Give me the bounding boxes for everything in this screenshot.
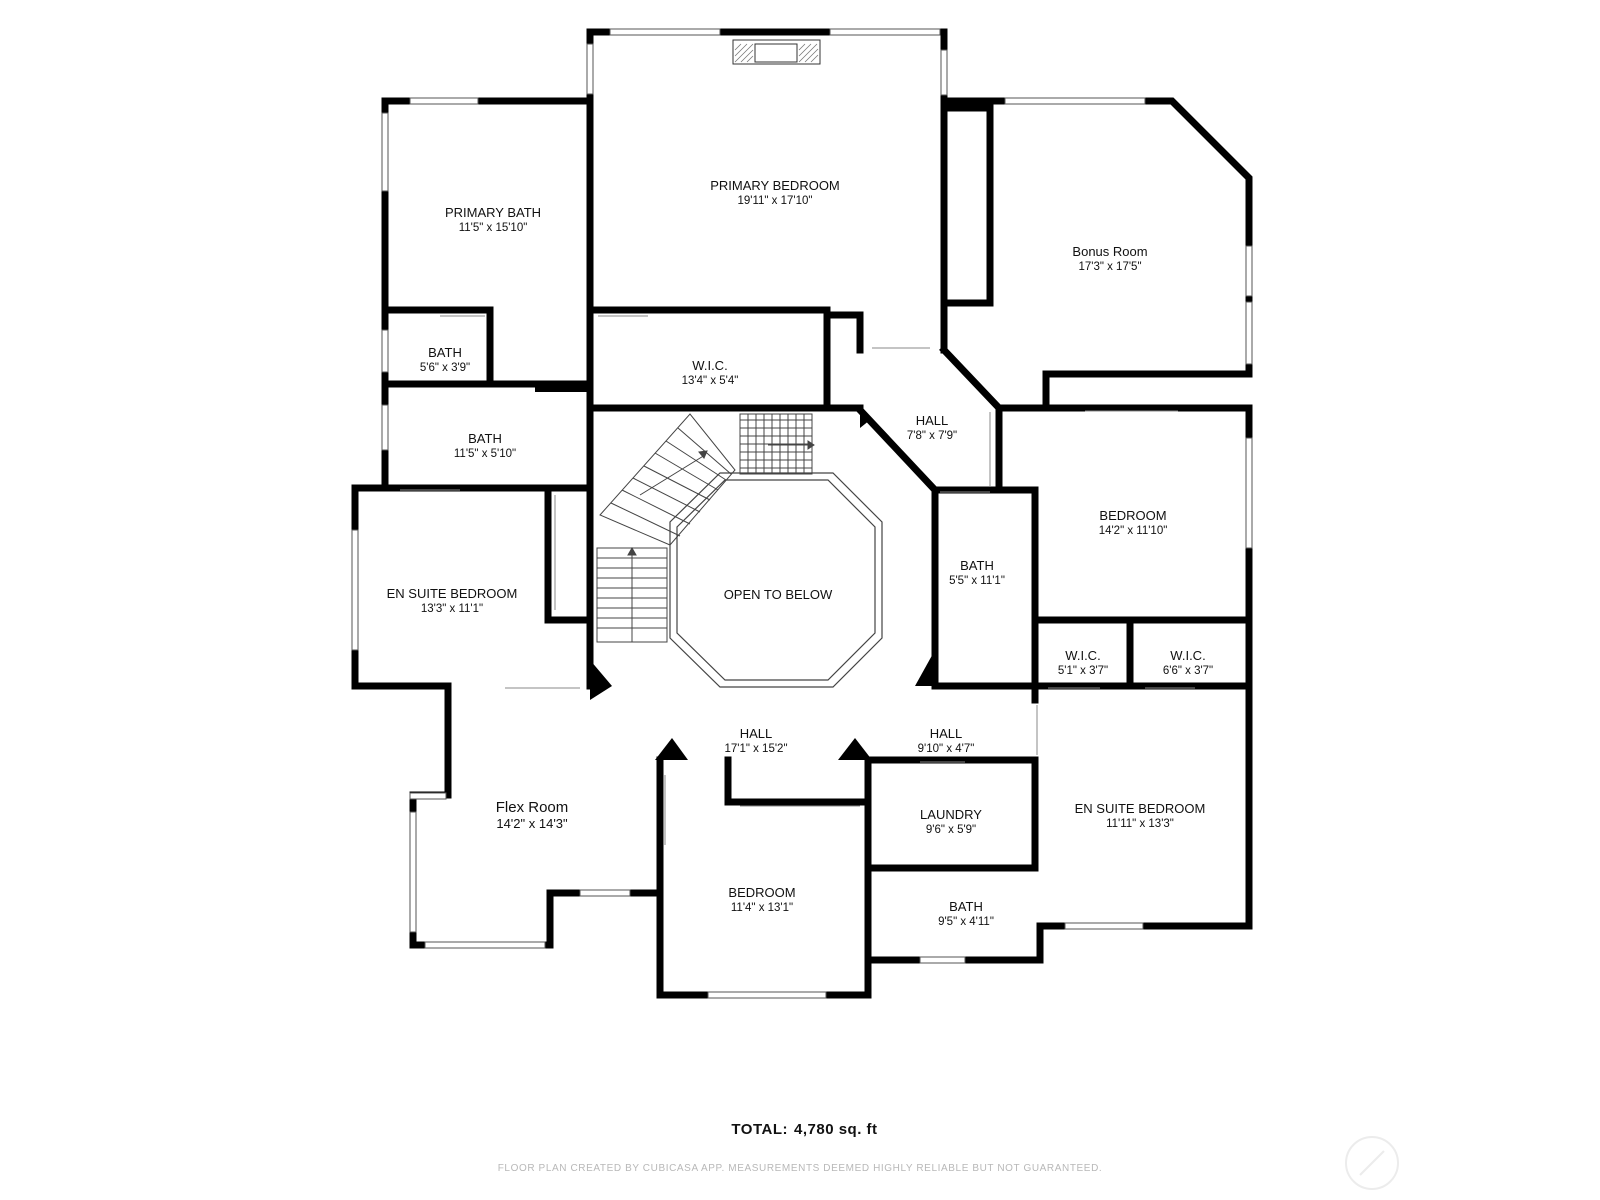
room-bath-mid-left-name: BATH bbox=[468, 431, 502, 446]
room-flex-dim: 14'2" x 14'3" bbox=[496, 816, 568, 831]
room-primary-bath-name: PRIMARY BATH bbox=[445, 205, 541, 220]
room-wic-top-name: W.I.C. bbox=[692, 358, 727, 373]
room-bedroom-bottom-dim: 11'4" x 13'1" bbox=[731, 902, 793, 914]
staircase bbox=[596, 413, 815, 643]
room-wic-right-2-name: W.I.C. bbox=[1170, 648, 1205, 663]
compass-icon bbox=[1345, 1136, 1399, 1190]
disclaimer: FLOOR PLAN CREATED BY CUBICASA APP. MEAS… bbox=[498, 1163, 1103, 1174]
room-hall-right-dim: 9'10" x 4'7" bbox=[918, 743, 975, 755]
room-en-suite-left-dim: 13'3" x 11'1" bbox=[421, 603, 483, 615]
room-bath-small-name: BATH bbox=[428, 345, 462, 360]
total-label: TOTAL: bbox=[731, 1121, 788, 1138]
room-hall-top-name: HALL bbox=[916, 413, 949, 428]
room-bedroom-bottom-name: BEDROOM bbox=[728, 885, 795, 900]
room-primary-bedroom-name: PRIMARY BEDROOM bbox=[710, 178, 840, 193]
wall-corners bbox=[535, 384, 935, 760]
total-value: 4,780 sq. ft bbox=[794, 1121, 878, 1138]
windows bbox=[351, 28, 1253, 999]
room-bath-center-right-dim: 5'5" x 11'1" bbox=[949, 575, 1005, 587]
room-primary-bedroom-dim: 19'11" x 17'10" bbox=[737, 195, 812, 207]
room-wic-top-dim: 13'4" x 5'4" bbox=[682, 375, 739, 387]
room-laundry-name: LAUNDRY bbox=[920, 807, 982, 822]
room-hall-main-dim: 17'1" x 15'2" bbox=[724, 743, 787, 755]
room-wic-right-1-name: W.I.C. bbox=[1065, 648, 1100, 663]
room-open-to-below-name: OPEN TO BELOW bbox=[724, 587, 833, 602]
room-hall-top-dim: 7'8" x 7'9" bbox=[907, 430, 957, 442]
room-bonus-dim: 17'3" x 17'5" bbox=[1078, 261, 1141, 273]
room-laundry-dim: 9'6" x 5'9" bbox=[926, 824, 976, 836]
room-bonus-name: Bonus Room bbox=[1072, 244, 1147, 259]
room-wic-right-1-dim: 5'1" x 3'7" bbox=[1058, 665, 1108, 677]
room-bath-bottom-dim: 9'5" x 4'11" bbox=[938, 916, 994, 928]
room-en-suite-left-name: EN SUITE BEDROOM bbox=[387, 586, 518, 601]
room-bath-center-right-name: BATH bbox=[960, 558, 994, 573]
room-wic-right-2-dim: 6'6" x 3'7" bbox=[1163, 665, 1213, 677]
room-flex-name: Flex Room bbox=[496, 799, 569, 816]
door-marks bbox=[400, 315, 1195, 845]
room-hall-main-name: HALL bbox=[740, 726, 773, 741]
room-en-suite-right-dim: 11'11" x 13'3" bbox=[1106, 818, 1174, 830]
open-to-below-outline bbox=[669, 472, 883, 688]
room-primary-bath-dim: 11'5" x 15'10" bbox=[459, 222, 528, 234]
room-hall-right-name: HALL bbox=[930, 726, 963, 741]
room-bath-bottom-name: BATH bbox=[949, 899, 983, 914]
room-labels: PRIMARY BEDROOM 19'11" x 17'10" PRIMARY … bbox=[387, 178, 1214, 928]
room-bath-mid-left-dim: 11'5" x 5'10" bbox=[454, 448, 516, 460]
room-bedroom-right-name: BEDROOM bbox=[1099, 508, 1166, 523]
room-bedroom-right-dim: 14'2" x 11'10" bbox=[1099, 525, 1168, 537]
room-bath-small-dim: 5'6" x 3'9" bbox=[420, 362, 470, 374]
room-en-suite-right-name: EN SUITE BEDROOM bbox=[1075, 801, 1206, 816]
fireplace-icon bbox=[732, 39, 821, 65]
